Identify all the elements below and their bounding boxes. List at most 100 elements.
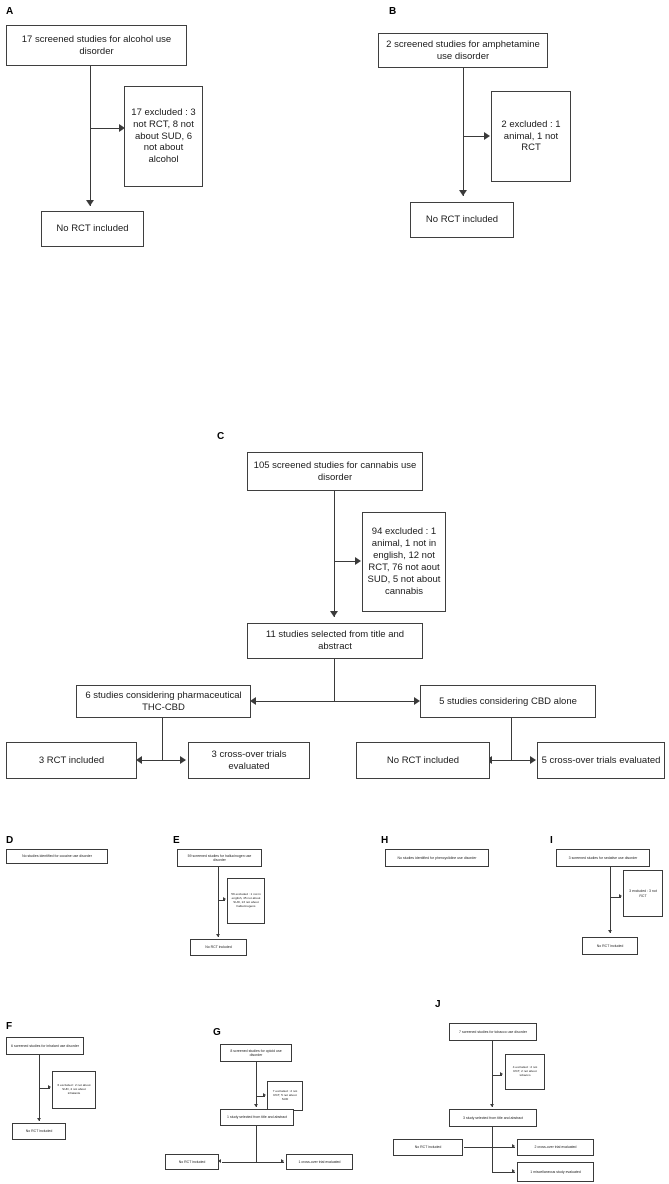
panel-i-stem-vertical [610,867,611,933]
panel-e-screened-box: 59 screened studies for hallucinogen use… [177,849,262,867]
panel-j-crossover-box: 2 cross-over trial evaluated [517,1139,594,1156]
panel-b-outcome-box: No RCT included [410,202,514,238]
panel-i-outcome-box: No RCT included [582,937,638,955]
panel-c-left-sub-vertical [162,718,164,761]
panel-c-branch-horizontal [334,561,358,563]
panel-b-stem-arrowhead [459,190,467,196]
panel-j-outcome-box: No RCT included [393,1139,463,1156]
panel-e-stem-arrowhead [216,934,220,937]
panel-c-left-sub-horizontal [140,760,185,762]
panel-c-split-right-horizontal [334,701,418,703]
panel-g-split-vertical [256,1126,257,1163]
panel-c-right-sub-horizontal [490,760,535,762]
panel-j-branch-arrowhead [500,1072,503,1076]
panel-b-stem-vertical [463,68,465,196]
panel-label-g: G [213,1027,221,1038]
panel-c-branch-right-box: 5 studies considering CBD alone [420,685,596,718]
panel-j-split-right-horizontal [492,1147,515,1148]
panel-f-excluded-box: 6 excluded : 2 not about SUD, 4 not abou… [52,1071,96,1109]
panel-g-excluded-box: 7 excluded : 2 not RCT, 5 not about SUD [267,1081,303,1111]
panel-c-split-vertical [334,659,336,702]
panel-label-j: J [435,999,441,1010]
panel-i-branch-arrowhead [619,894,622,898]
panel-c-stem-vertical [334,491,336,617]
panel-a-branch-horizontal [90,128,122,130]
panel-c-excluded-box: 94 excluded : 1 animal, 1 not in english… [362,512,446,612]
panel-b-excluded-box: 2 excluded : 1 animal, 1 not RCT [491,91,571,182]
panel-a-stem-vertical [90,66,92,206]
panel-i-screened-box: 3 screened studies for sedative use diso… [556,849,650,867]
panel-a-screened-box: 17 screened studies for alcohol use diso… [6,25,187,66]
panel-g-branch-horizontal [256,1096,265,1097]
panel-d-screened-box: No studies identified for cocaine use di… [6,849,108,864]
panel-label-d: D [6,835,14,846]
panel-j-split-right-arrowhead [512,1144,515,1148]
panel-g-split-left-arrowhead [218,1159,221,1163]
panel-c-branch-left-box: 6 studies considering pharmaceutical THC… [76,685,251,718]
panel-f-outcome-box: No RCT included [12,1123,66,1140]
panel-c-right-rct-box: No RCT included [356,742,490,779]
panel-f-branch-horizontal [39,1088,50,1089]
panel-c-selected-box: 11 studies selected from title and abstr… [247,623,423,659]
panel-i-stem-arrowhead [608,930,612,933]
panel-a-branch-arrowhead [119,124,125,132]
panel-c-left-crossover-box: 3 cross-over trials evaluated [188,742,310,779]
panel-i-branch-horizontal [610,897,621,898]
panel-g-selected-box: 1 study selected from title and abstract [220,1109,294,1126]
panel-e-excluded-box: 59 excluded : 1 not in english, 45 not a… [227,878,265,924]
panel-e-branch-arrowhead [223,897,226,901]
panel-j-excluded-box: 4 excluded : 2 not RCT, 2 not about toba… [505,1054,545,1090]
panel-c-right-sub-right-arrowhead [530,756,536,764]
panel-g-split-right-arrowhead [281,1159,284,1163]
panel-label-a: A [6,6,14,17]
panel-j-screened-box: 7 screened studies for tobacco use disor… [449,1023,537,1041]
panel-g-screened-box: 8 screened studies for opioid use disord… [220,1044,292,1062]
panel-c-screened-box: 105 screened studies for cannabis use di… [247,452,423,491]
panel-j-stem-arrowhead [490,1104,494,1107]
panel-e-branch-horizontal [218,900,225,901]
panel-e-stem-vertical [218,867,219,937]
panel-b-branch-arrowhead [484,132,490,140]
panel-c-right-crossover-box: 5 cross-over trials evaluated [537,742,665,779]
panel-b-branch-horizontal [463,136,487,138]
panel-c-branch-arrowhead [355,557,361,565]
panel-e-outcome-box: No RCT included [190,939,247,956]
panel-label-e: E [173,835,180,846]
panel-g-split-left-horizontal [222,1162,257,1163]
panel-c-left-arrowhead [250,697,256,705]
panel-g-stem-vertical [256,1062,257,1107]
panel-label-c: C [217,431,225,442]
panel-j-selected-box: 3 study selected from title and abstract [449,1109,537,1127]
panel-g-outcome-box: No RCT included [165,1154,219,1170]
panel-c-left-rct-box: 3 RCT included [6,742,137,779]
panel-a-outcome-box: No RCT included [41,211,144,247]
panel-j-stem-vertical [492,1041,493,1107]
panel-j-miscellaneous-box: 1 miscellaneous study evaluated [517,1162,594,1182]
panel-g-branch-arrowhead [263,1093,266,1097]
panel-c-left-sub-right-arrowhead [180,756,186,764]
panel-b-screened-box: 2 screened studies for amphetamine use d… [378,33,548,68]
panel-j-split-left-horizontal [464,1147,493,1148]
panel-j-split-vertical [492,1127,493,1173]
panel-label-b: B [389,6,397,17]
panel-label-f: F [6,1021,13,1032]
panel-j-branch-horizontal [492,1075,502,1076]
panel-i-excluded-box: 3 excluded : 3 not RCT [623,870,663,917]
panel-j-split-misc-arrowhead [512,1169,515,1173]
panel-c-right-arrowhead [414,697,420,705]
panel-c-right-sub-vertical [511,718,513,761]
panel-c-split-left-horizontal [255,701,335,703]
panel-f-stem-arrowhead [37,1118,41,1121]
panel-a-excluded-box: 17 excluded : 3 not RCT, 8 not about SUD… [124,86,203,187]
panel-j-split-misc-horizontal [492,1172,515,1173]
panel-h-screened-box: No studies identified for phencyclidine … [385,849,489,867]
panel-g-crossover-box: 1 cross-over trial evaluated [286,1154,353,1170]
panel-f-screened-box: 6 screened studies for inhalant use diso… [6,1037,84,1055]
panel-label-h: H [381,835,389,846]
panel-c-stem-arrowhead [330,611,338,617]
panel-a-stem-arrowhead [86,200,94,206]
panel-f-branch-arrowhead [48,1085,51,1089]
panel-c-left-sub-left-arrowhead [136,756,142,764]
panel-g-stem-arrowhead [254,1104,258,1107]
